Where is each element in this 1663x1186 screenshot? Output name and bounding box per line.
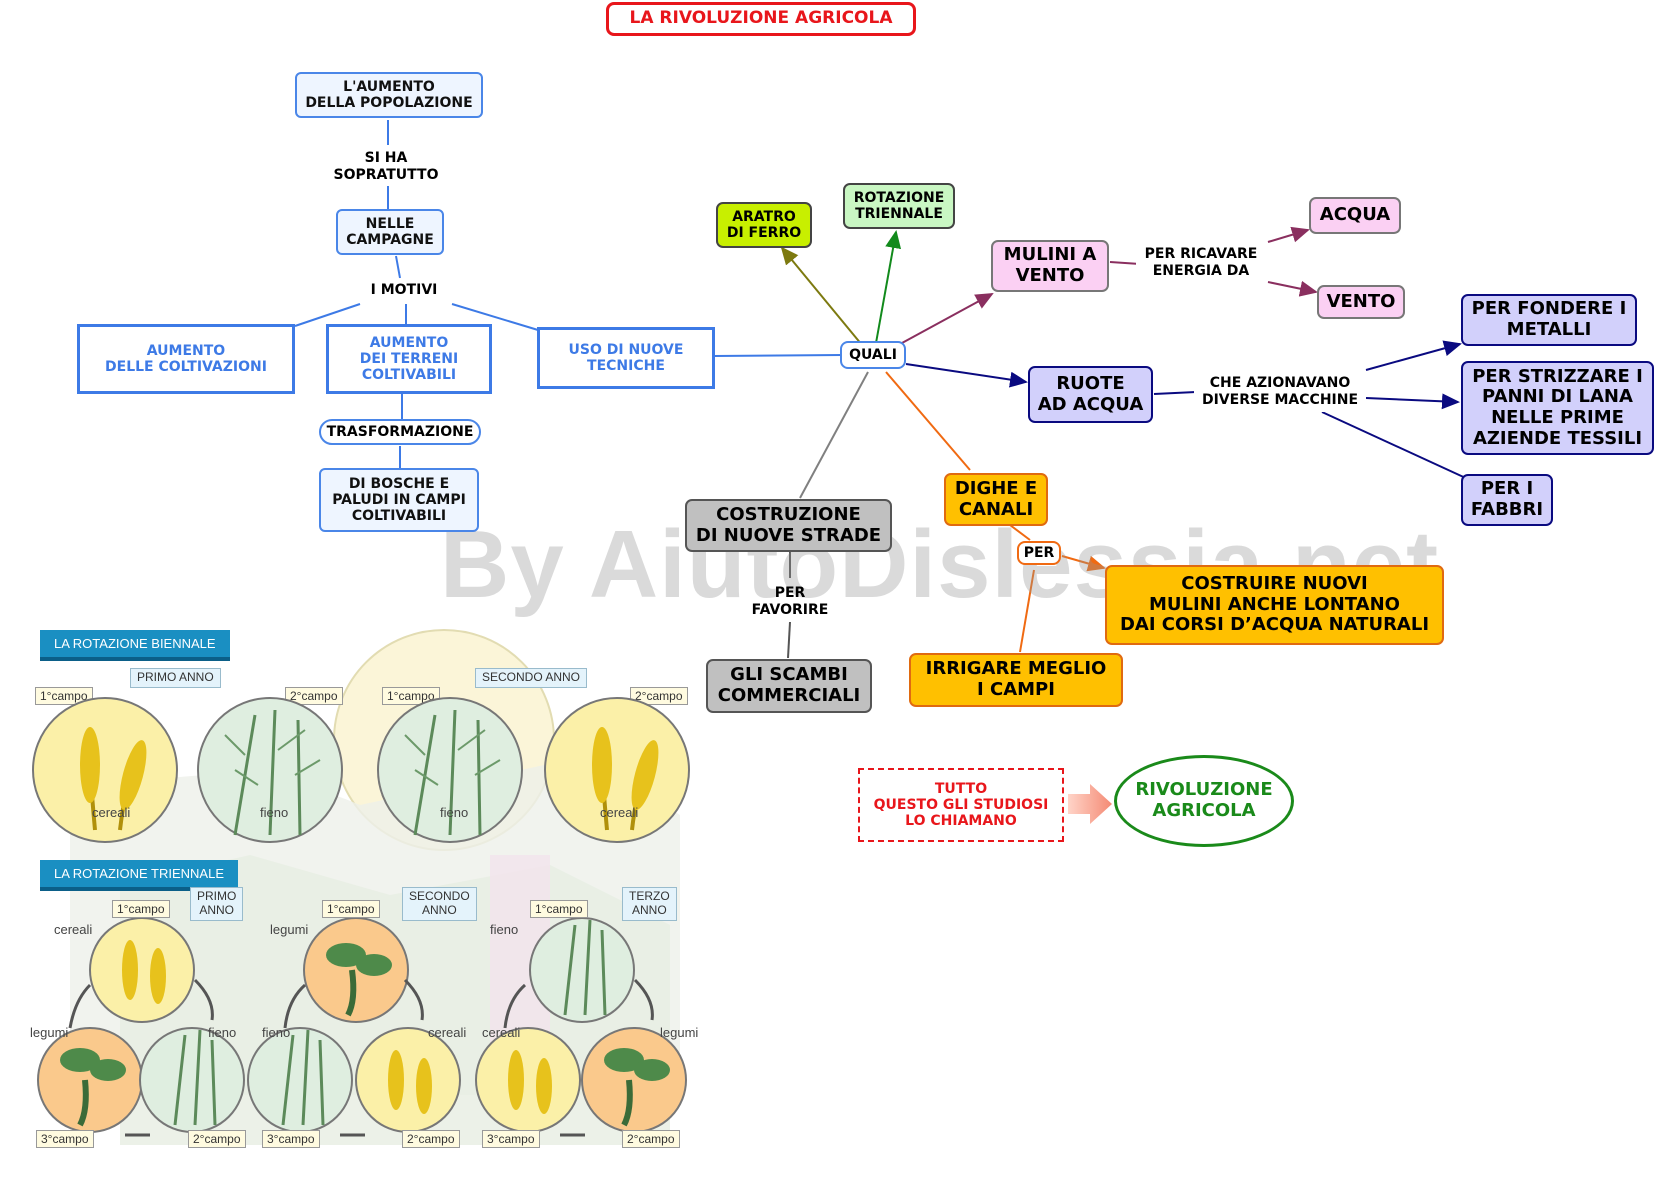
legumi-caption: legumi	[270, 922, 309, 937]
hay-icon	[377, 697, 523, 843]
irrigare-node: IRRIGARE MEGLIO I CAMPI	[909, 653, 1123, 707]
rotation-arrows	[68, 978, 654, 1137]
cereali-caption: cereali	[482, 1025, 521, 1040]
campo1-tag: 1°campo	[322, 900, 380, 918]
mulini-node: MULINI A VENTO	[991, 240, 1109, 292]
primo-anno-tag: PRIMO ANNO	[130, 668, 221, 688]
scambi-node: GLI SCAMBI COMMERCIALI	[706, 659, 872, 713]
cereal-icon	[355, 1027, 461, 1133]
trasformazione-node: TRASFORMAZIONE	[319, 419, 481, 445]
boschi-node: DI BOSCHE E PALUDI IN CAMPI COLTIVABILI	[319, 468, 479, 532]
campo1-tag: 1°campo	[530, 900, 588, 918]
fieno-caption: fieno	[440, 805, 469, 820]
hay-icon	[197, 697, 343, 843]
fieno-caption: fieno	[208, 1025, 237, 1040]
fieno-caption: fieno	[260, 805, 289, 820]
acqua-node: ACQUA	[1309, 197, 1401, 234]
dighe-node: DIGHE E CANALI	[944, 473, 1048, 526]
si-ha-label: SI HA SOPRATUTTO	[326, 148, 446, 186]
coltivazioni-node: AUMENTO DELLE COLTIVAZIONI	[77, 324, 295, 394]
hay-icon	[139, 1027, 245, 1133]
page-title: LA RIVOLUZIONE AGRICOLA	[606, 2, 916, 36]
azionavano-label: CHE AZIONAVANO DIVERSE MACCHINE	[1194, 372, 1366, 412]
triennale-fields	[37, 917, 687, 1137]
cereal-icon	[32, 697, 178, 843]
campo2-tag: 2°campo	[285, 687, 343, 705]
bean-icon	[37, 1027, 143, 1133]
per-node: PER	[1017, 541, 1061, 565]
tutto-node: TUTTO QUESTO GLI STUDIOSI LO CHIAMANO	[858, 768, 1064, 842]
ricavare-label: PER RICAVARE ENERGIA DA	[1136, 244, 1266, 282]
legumi-caption: legumi	[30, 1025, 69, 1040]
cereal-icon	[544, 697, 690, 843]
campo1-tag: 1°campo	[112, 900, 170, 918]
rotazione-node: ROTAZIONE TRIENNALE	[843, 183, 955, 229]
campo3-tag: 3°campo	[482, 1130, 540, 1148]
campo1-tag: 1°campo	[382, 687, 440, 705]
cereali-caption: cereali	[428, 1025, 467, 1040]
secondo-anno-tag: SECONDO ANNO	[402, 887, 477, 921]
cereal-icon	[89, 917, 195, 1023]
campo2-tag: 2°campo	[402, 1130, 460, 1148]
terzo-anno-tag: TERZO ANNO	[622, 887, 677, 921]
cereal-icon	[475, 1027, 581, 1133]
triennale-banner: LA ROTAZIONE TRIENNALE	[40, 860, 239, 891]
cereali-caption: cereali	[600, 805, 639, 820]
campo1-tag: 1°campo	[35, 687, 93, 705]
campo2-tag: 2°campo	[630, 687, 688, 705]
hay-icon	[529, 917, 635, 1023]
legumi-caption: legumi	[660, 1025, 699, 1040]
biennale-fields	[32, 697, 690, 843]
costruire-node: COSTRUIRE NUOVI MULINI ANCHE LONTANO DAI…	[1105, 565, 1444, 645]
biennale-banner: LA ROTAZIONE BIENNALE	[40, 630, 230, 661]
campo2-tag: 2°campo	[622, 1130, 680, 1148]
cereali-caption: cereali	[92, 805, 131, 820]
hay-icon	[247, 1027, 353, 1133]
fondere-node: PER FONDERE I METALLI	[1461, 294, 1637, 346]
favorire-label: PER FAVORIRE	[751, 585, 829, 618]
motivi-label: I MOTIVI	[350, 279, 458, 301]
cereali-caption: cereali	[54, 922, 93, 937]
strizzare-node: PER STRIZZARE I PANNI DI LANA NELLE PRIM…	[1461, 361, 1654, 455]
campo3-tag: 3°campo	[36, 1130, 94, 1148]
primo-anno-tag: PRIMO ANNO	[190, 887, 244, 921]
quali-node: QUALI	[840, 341, 906, 369]
campo2-tag: 2°campo	[188, 1130, 246, 1148]
vento-node: VENTO	[1317, 285, 1405, 319]
fieno-caption: fieno	[262, 1025, 291, 1040]
bean-icon	[581, 1027, 687, 1133]
tecniche-node: USO DI NUOVE TECNICHE	[537, 327, 715, 389]
crop-rotation-illustration: LA ROTAZIONE BIENNALE PRIMO ANNO SECONDO…	[30, 625, 698, 1165]
population-node: L'AUMENTO DELLA POPOLAZIONE	[295, 72, 483, 118]
campagne-node: NELLE CAMPAGNE	[336, 209, 444, 255]
campo3-tag: 3°campo	[262, 1130, 320, 1148]
aratro-node: ARATRO DI FERRO	[716, 202, 812, 248]
fieno-caption: fieno	[490, 922, 519, 937]
fabbri-node: PER I FABBRI	[1461, 474, 1553, 526]
terreni-node: AUMENTO DEI TERRENI COLTIVABILI	[326, 324, 492, 394]
strade-node: COSTRUZIONE DI NUOVE STRADE	[685, 499, 892, 552]
rivoluzione-node: RIVOLUZIONE AGRICOLA	[1114, 755, 1294, 847]
bean-icon	[303, 917, 409, 1023]
secondo-anno-tag: SECONDO ANNO	[475, 668, 588, 688]
ruote-node: RUOTE AD ACQUA	[1028, 366, 1153, 423]
